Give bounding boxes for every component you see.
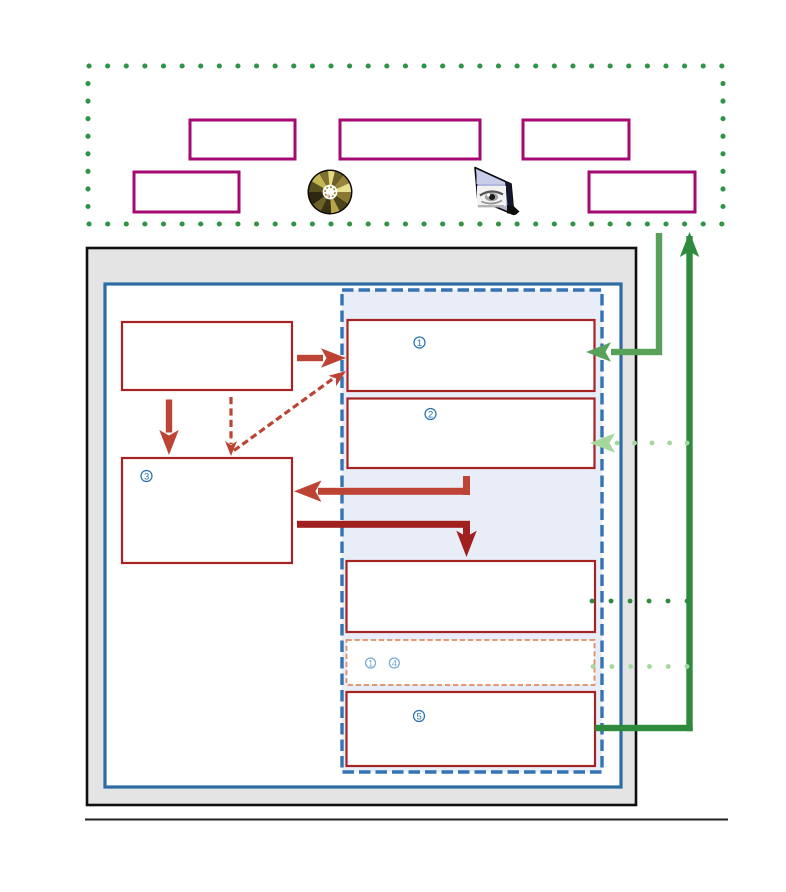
svg-text:4: 4 — [392, 658, 397, 668]
svg-text:1: 1 — [368, 658, 373, 668]
svg-text:2: 2 — [428, 410, 433, 421]
svg-text:3: 3 — [144, 472, 149, 483]
svg-text:1: 1 — [417, 338, 422, 349]
svg-text:5: 5 — [417, 712, 422, 723]
